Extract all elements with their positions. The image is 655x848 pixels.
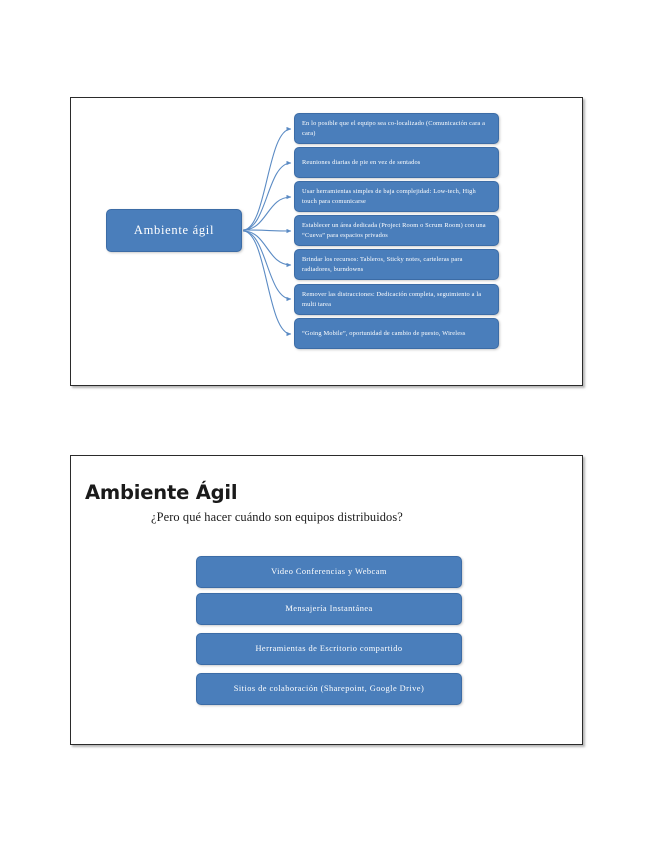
branch-node-5[interactable]: Brindar los recursos: Tableros, Sticky n… bbox=[294, 249, 499, 280]
branch-node-4-label: Establecer un área dedicada (Project Roo… bbox=[302, 221, 486, 239]
branch-node-6-label: Remover las distracciones: Dedicación co… bbox=[302, 290, 482, 308]
option-node-2[interactable]: Mensajería Instantánea bbox=[196, 593, 462, 625]
slide-2-subtitle: ¿Pero qué hacer cuándo son equipos distr… bbox=[151, 510, 403, 524]
branch-node-3[interactable]: Usar herramientas simples de baja comple… bbox=[294, 181, 499, 212]
branch-node-7[interactable]: “Going Mobile”, oportunidad de cambio de… bbox=[294, 318, 499, 349]
central-node[interactable]: Ambiente ágil bbox=[106, 209, 242, 252]
slide-2: Ambiente Ágil ¿Pero qué hacer cuándo son… bbox=[70, 455, 583, 745]
branch-node-2-label: Reuniones diarias de pie en vez de senta… bbox=[302, 158, 421, 166]
option-node-2-label: Mensajería Instantánea bbox=[285, 604, 373, 614]
option-node-3-label: Herramientas de Escritorio compartido bbox=[255, 644, 403, 654]
central-node-label: Ambiente ágil bbox=[133, 223, 215, 237]
mindmap-connectors bbox=[242, 126, 292, 337]
branch-node-3-label: Usar herramientas simples de baja comple… bbox=[302, 187, 476, 205]
option-node-1[interactable]: Video Conferencias y Webcam bbox=[196, 556, 462, 588]
branch-node-2[interactable]: Reuniones diarias de pie en vez de senta… bbox=[294, 147, 499, 178]
option-node-3[interactable]: Herramientas de Escritorio compartido bbox=[196, 633, 462, 665]
slide-1: Ambiente ágil En lo posible que el equip… bbox=[70, 97, 583, 386]
branch-node-5-label: Brindar los recursos: Tableros, Sticky n… bbox=[302, 255, 463, 273]
option-node-4-label: Sitios de colaboración (Sharepoint, Goog… bbox=[233, 684, 425, 694]
branch-node-1-label: En lo posible que el equipo sea co-local… bbox=[302, 119, 486, 137]
branch-node-6[interactable]: Remover las distracciones: Dedicación co… bbox=[294, 284, 499, 315]
option-node-4[interactable]: Sitios de colaboración (Sharepoint, Goog… bbox=[196, 673, 462, 705]
branch-node-4[interactable]: Establecer un área dedicada (Project Roo… bbox=[294, 215, 499, 246]
slide-2-title: Ambiente Ágil bbox=[85, 481, 238, 504]
branch-node-7-label: “Going Mobile”, oportunidad de cambio de… bbox=[302, 329, 466, 337]
branch-node-1[interactable]: En lo posible que el equipo sea co-local… bbox=[294, 113, 499, 144]
option-node-1-label: Video Conferencias y Webcam bbox=[271, 567, 387, 577]
